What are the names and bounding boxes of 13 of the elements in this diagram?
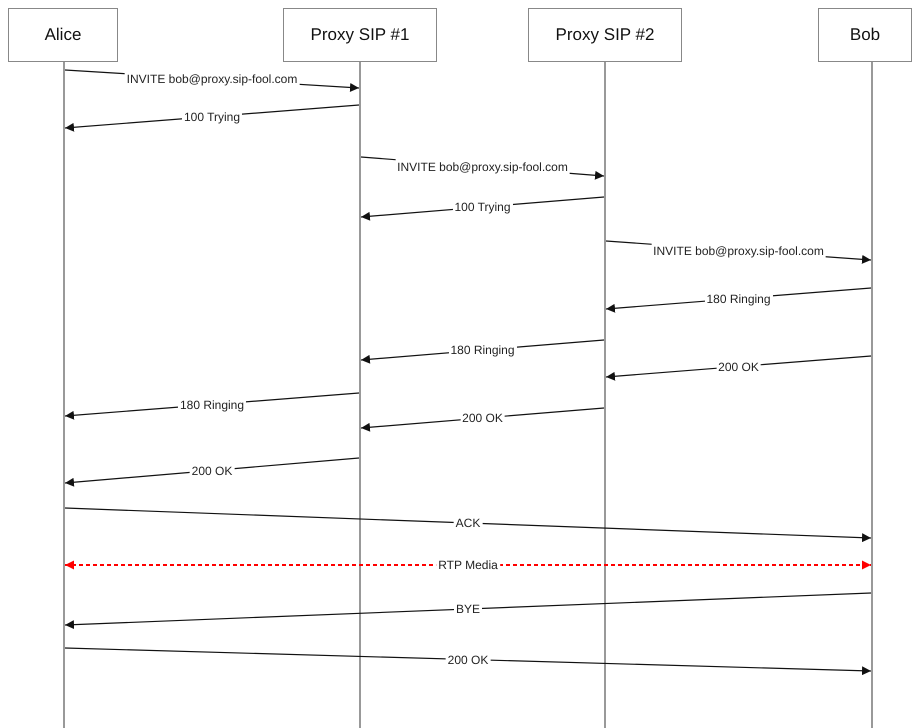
edge-label: 100 Trying	[452, 199, 513, 215]
participant-box: Proxy SIP #1	[283, 8, 437, 62]
participant-box: Alice	[8, 8, 118, 62]
participant-box: Bob	[818, 8, 912, 62]
edge-label: 180 Ringing	[448, 342, 517, 358]
message-arrow	[65, 560, 871, 570]
edge-label: INVITE bob@proxy.sip-fool.com	[395, 158, 570, 174]
message-arrow	[64, 647, 872, 676]
edge-label: INVITE bob@proxy.sip-fool.com	[651, 242, 826, 258]
edge-label: INVITE bob@proxy.sip-fool.com	[124, 71, 300, 87]
participant-box: Proxy SIP #2	[528, 8, 682, 62]
message-arrow	[64, 592, 872, 630]
message-arrow	[64, 507, 872, 542]
